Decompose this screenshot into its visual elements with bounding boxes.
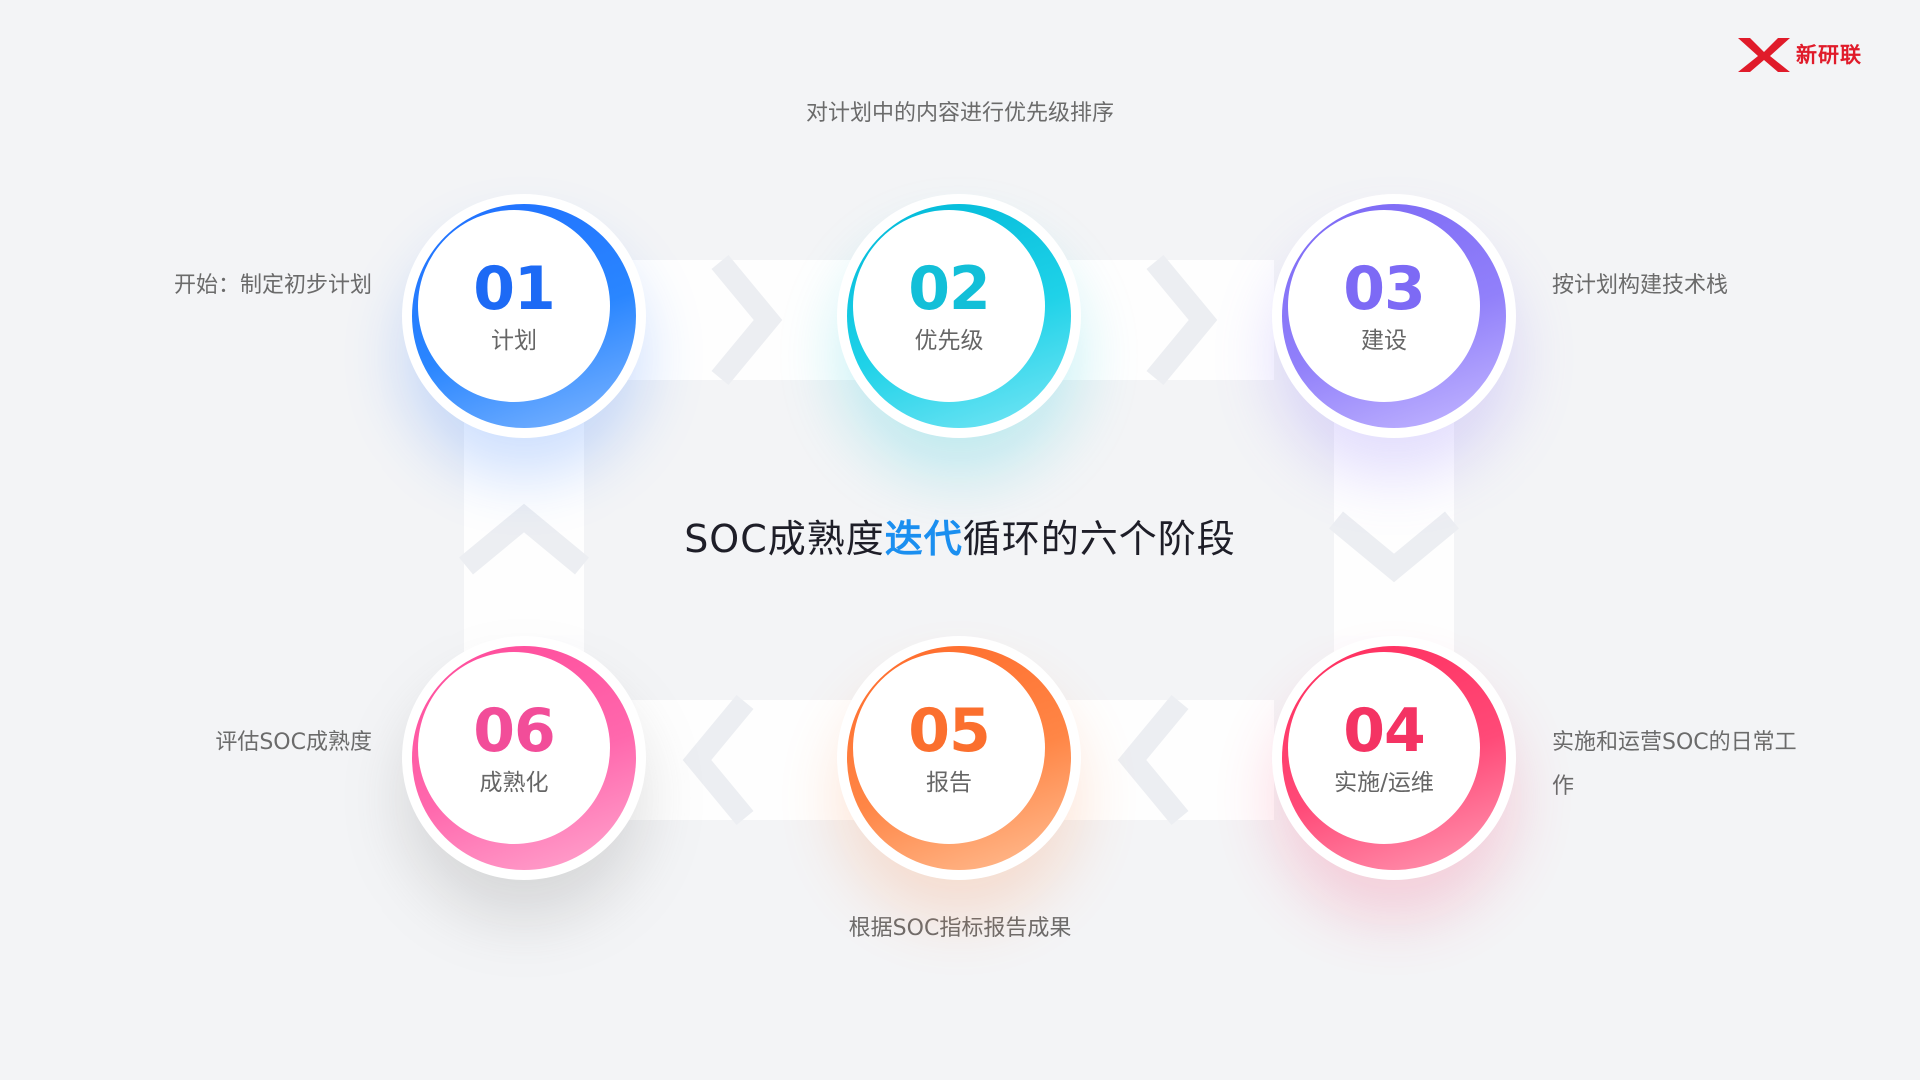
- stage-02-node: 02 优先级: [837, 194, 1081, 438]
- stage-02-label: 优先级: [914, 328, 984, 354]
- brand-x-icon: [1738, 38, 1790, 72]
- stage-06-description: 评估SOC成熟度: [215, 730, 372, 755]
- title-highlight: 迭代: [884, 517, 963, 561]
- stage-04-node: 04 实施/运维: [1272, 636, 1516, 880]
- stage-03-label: 建设: [1361, 328, 1407, 354]
- brand-logo-text: 新研联: [1796, 43, 1862, 67]
- stage-01-number: 01: [473, 254, 555, 324]
- stage-05-node: 05 报告: [837, 636, 1081, 880]
- stage-05-label: 报告: [926, 770, 972, 796]
- stage-03-number: 03: [1343, 254, 1425, 324]
- stage-02-number: 02: [908, 254, 990, 324]
- stage-01-label: 计划: [491, 328, 537, 354]
- title-prefix: SOC成熟度: [684, 517, 885, 561]
- stage-04-label: 实施/运维: [1334, 770, 1434, 796]
- brand-logo: 新研联: [1736, 30, 1886, 78]
- stage-03-description: 按计划构建技术栈: [1552, 273, 1729, 298]
- stage-04-number: 04: [1343, 696, 1425, 766]
- stage-06-number: 06: [473, 696, 555, 766]
- stage-04-description: 实施和运营SOC的日常工作: [1552, 730, 1797, 799]
- stage-03-node: 03 建设: [1272, 194, 1516, 438]
- stage-06-node: 06 成熟化: [402, 636, 646, 880]
- page-title: SOC成熟度迭代循环的六个阶段: [0, 508, 1920, 563]
- stage-02-description: 对计划中的内容进行优先级排序: [805, 101, 1114, 126]
- stage-01-node: 01 计划: [402, 194, 646, 438]
- stage-05-description: 根据SOC指标报告成果: [848, 916, 1072, 941]
- stage-06-label: 成熟化: [479, 770, 549, 796]
- title-suffix: 循环的六个阶段: [962, 517, 1236, 561]
- stage-01-description: 开始：制定初步计划: [173, 273, 372, 298]
- stage-05-number: 05: [908, 696, 990, 766]
